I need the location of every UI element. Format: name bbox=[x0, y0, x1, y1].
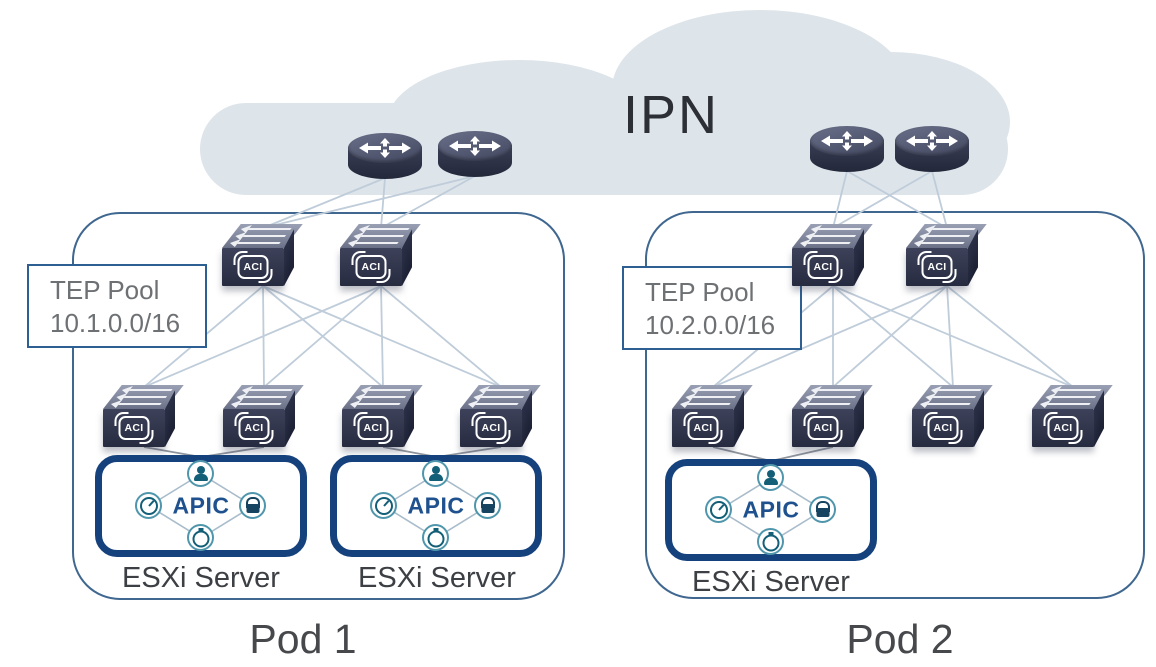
router-icon bbox=[348, 133, 422, 181]
router-top bbox=[895, 126, 969, 156]
stopwatch-icon bbox=[757, 528, 784, 555]
aci-logo-badge: ACI bbox=[351, 251, 391, 283]
aci-label: ACI bbox=[927, 261, 947, 273]
apic-module: APIC bbox=[330, 455, 542, 557]
aci-logo-badge: ACI bbox=[803, 251, 843, 283]
aci-logo-badge: ACI bbox=[234, 412, 274, 444]
gauge-icon bbox=[135, 492, 162, 519]
tep-pool-title: TEP Pool bbox=[50, 275, 160, 305]
aci-label: ACI bbox=[361, 261, 381, 273]
pod1-label: Pod 1 bbox=[249, 616, 357, 662]
switch-front-face: ACI bbox=[792, 409, 854, 447]
lock-icon bbox=[474, 492, 501, 519]
ipn-cloud-bump bbox=[772, 52, 1010, 192]
switch-front-face: ACI bbox=[792, 248, 854, 286]
aci-label: ACI bbox=[481, 422, 501, 434]
aci-label: ACI bbox=[124, 422, 144, 434]
apic-module: APIC bbox=[665, 459, 877, 561]
router-top bbox=[438, 131, 512, 161]
spine-switch-icon: ACI bbox=[222, 224, 304, 286]
aci-label: ACI bbox=[693, 422, 713, 434]
router-icon bbox=[438, 131, 512, 179]
switch-front-face: ACI bbox=[672, 409, 734, 447]
aci-label: ACI bbox=[1053, 422, 1073, 434]
switch-front-face: ACI bbox=[223, 409, 285, 447]
aci-logo-badge: ACI bbox=[917, 251, 957, 283]
spine-switch-icon: ACI bbox=[340, 224, 422, 286]
leaf-switch-icon: ACI bbox=[103, 385, 185, 447]
tep-pool-title: TEP Pool bbox=[645, 277, 755, 307]
router-top bbox=[810, 126, 884, 156]
lock-icon bbox=[809, 496, 836, 523]
stopwatch-icon bbox=[422, 524, 449, 551]
esxi-server-label: ESXi Server bbox=[122, 562, 280, 594]
router-icon bbox=[895, 126, 969, 174]
switch-front-face: ACI bbox=[460, 409, 522, 447]
switch-front-face: ACI bbox=[1032, 409, 1094, 447]
leaf-switch-icon: ACI bbox=[223, 385, 305, 447]
pod2-label: Pod 2 bbox=[846, 616, 954, 662]
esxi-server-label: ESXi Server bbox=[358, 562, 516, 594]
stopwatch-icon bbox=[187, 524, 214, 551]
switch-front-face: ACI bbox=[222, 248, 284, 286]
user-icon bbox=[187, 460, 214, 487]
aci-label: ACI bbox=[243, 261, 263, 273]
switch-front-face: ACI bbox=[340, 248, 402, 286]
spine-switch-icon: ACI bbox=[792, 224, 874, 286]
aci-logo-badge: ACI bbox=[233, 251, 273, 283]
tep-pool-label-pod1: TEP Pool 10.1.0.0/16 bbox=[27, 264, 207, 348]
aci-label: ACI bbox=[363, 422, 383, 434]
switch-front-face: ACI bbox=[342, 409, 404, 447]
tep-pool-subnet: 10.2.0.0/16 bbox=[645, 310, 776, 340]
leaf-switch-icon: ACI bbox=[460, 385, 542, 447]
aci-label: ACI bbox=[244, 422, 264, 434]
user-icon bbox=[757, 464, 784, 491]
leaf-switch-icon: ACI bbox=[342, 385, 424, 447]
gauge-icon bbox=[705, 496, 732, 523]
user-icon bbox=[422, 460, 449, 487]
apic-module: APIC bbox=[95, 455, 307, 557]
router-icon bbox=[810, 126, 884, 174]
aci-logo-badge: ACI bbox=[114, 412, 154, 444]
aci-logo-badge: ACI bbox=[803, 412, 843, 444]
aci-label: ACI bbox=[813, 261, 833, 273]
lock-icon bbox=[239, 492, 266, 519]
leaf-switch-icon: ACI bbox=[912, 385, 994, 447]
spine-switch-icon: ACI bbox=[906, 224, 988, 286]
apic-label: APIC bbox=[172, 492, 230, 519]
aci-logo-badge: ACI bbox=[683, 412, 723, 444]
switch-front-face: ACI bbox=[906, 248, 968, 286]
leaf-switch-icon: ACI bbox=[1032, 385, 1114, 447]
aci-logo-badge: ACI bbox=[923, 412, 963, 444]
ipn-label: IPN bbox=[622, 85, 720, 145]
aci-logo-badge: ACI bbox=[471, 412, 511, 444]
aci-logo-badge: ACI bbox=[353, 412, 393, 444]
aci-logo-badge: ACI bbox=[1043, 412, 1083, 444]
switch-front-face: ACI bbox=[912, 409, 974, 447]
router-top bbox=[348, 133, 422, 163]
apic-label: APIC bbox=[407, 492, 465, 519]
ipn-cloud-bump bbox=[388, 60, 650, 182]
gauge-icon bbox=[370, 492, 397, 519]
tep-pool-label-pod2: TEP Pool 10.2.0.0/16 bbox=[622, 266, 802, 350]
aci-label: ACI bbox=[813, 422, 833, 434]
leaf-switch-icon: ACI bbox=[672, 385, 754, 447]
tep-pool-subnet: 10.1.0.0/16 bbox=[50, 308, 181, 338]
switch-front-face: ACI bbox=[103, 409, 165, 447]
aci-label: ACI bbox=[933, 422, 953, 434]
esxi-server-label: ESXi Server bbox=[692, 566, 850, 598]
apic-label: APIC bbox=[742, 496, 800, 523]
leaf-switch-icon: ACI bbox=[792, 385, 874, 447]
